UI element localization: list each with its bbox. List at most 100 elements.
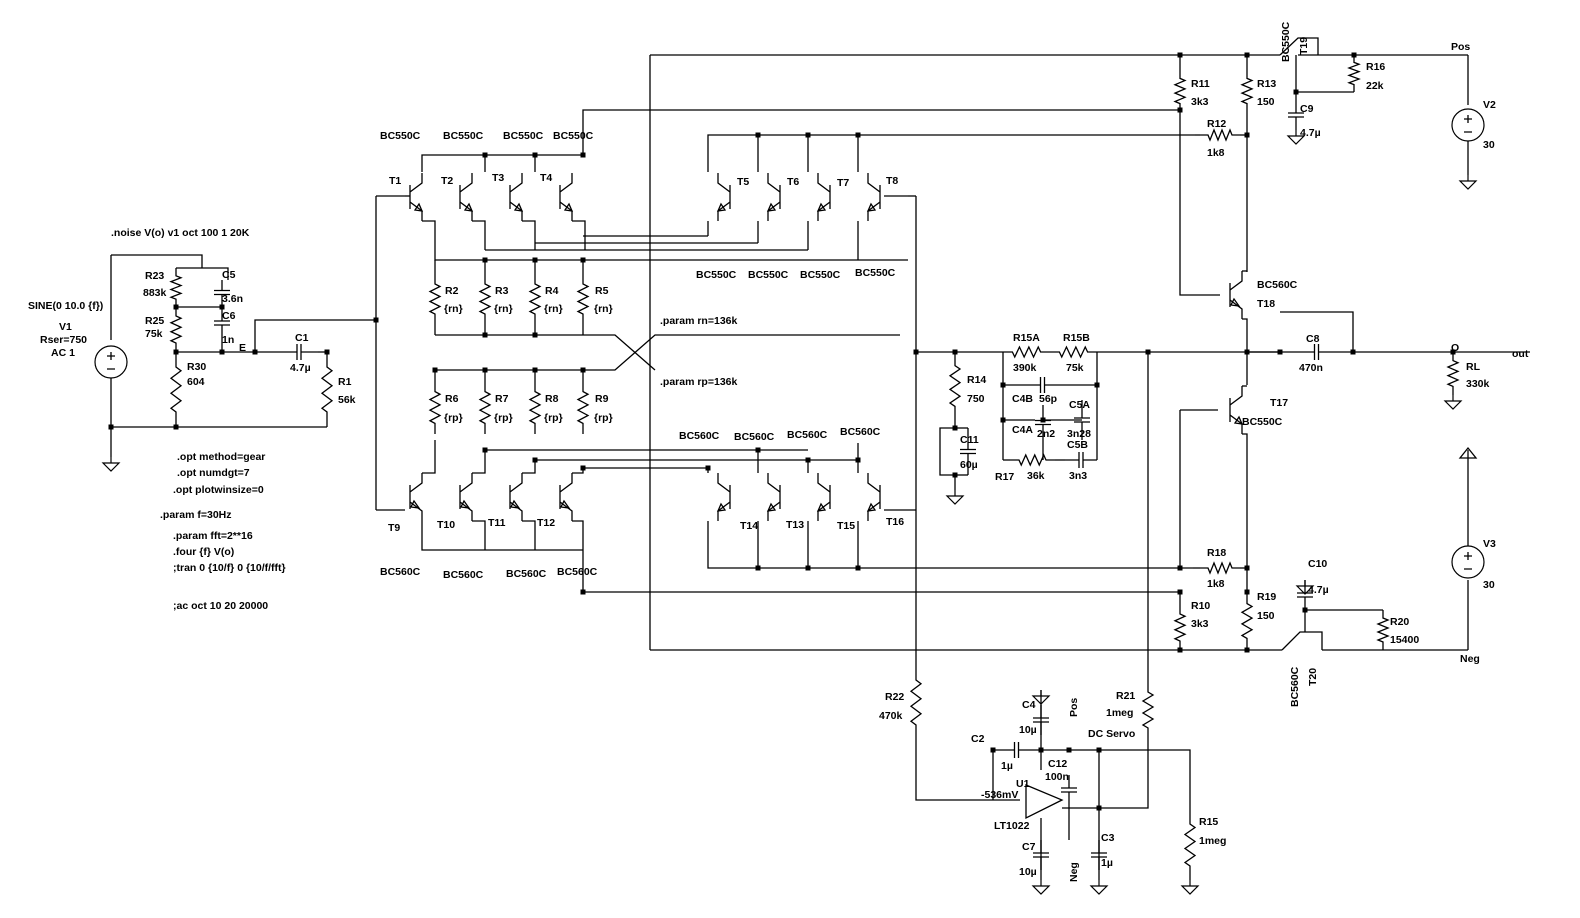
junction-dot [482, 447, 488, 453]
ground-symbol [1458, 175, 1478, 190]
t10-transistor-arrow [460, 499, 471, 509]
junction-dot [252, 349, 258, 355]
t18-label: T18 [1257, 298, 1275, 310]
t7-transistor-arrow [816, 202, 827, 212]
r5-resistor [576, 274, 590, 324]
r15b-value: 75k [1066, 362, 1084, 374]
c3-value: 1µ [1101, 857, 1113, 869]
r9-label: R9 [595, 393, 609, 405]
junction-dot [855, 457, 861, 463]
r19-resistor [1240, 592, 1254, 650]
junction-dot [1244, 132, 1250, 138]
c8-capacitor [1280, 344, 1353, 360]
t13-transistor [717, 473, 731, 521]
r15-label: R15 [1199, 816, 1218, 828]
junction-dot [580, 152, 586, 158]
wires [110, 54, 1530, 880]
r12-value: 1k8 [1207, 147, 1225, 159]
wire [1040, 749, 1191, 810]
r10-value: 3k3 [1191, 618, 1209, 630]
t8-model: BC550C [855, 267, 896, 279]
r1-label: R1 [338, 376, 352, 388]
t11-label: T11 [488, 517, 506, 529]
t10-transistor [459, 473, 473, 521]
r5-value: {rn} [594, 303, 613, 315]
servo-voltage: -536mV [981, 789, 1018, 801]
r7-label: R7 [495, 393, 509, 405]
junction-dot [1244, 589, 1250, 595]
r9-resistor [576, 381, 590, 434]
r3-resistor [478, 274, 492, 324]
r15a-value: 390k [1013, 362, 1037, 374]
r20-resistor [1376, 610, 1390, 650]
c10-value: 4.7µ [1308, 584, 1329, 596]
junction-dot [1040, 417, 1046, 423]
v2-label: V2 [1483, 99, 1496, 111]
r3-value: {rn} [494, 303, 513, 315]
t20-label: T20 [1307, 668, 1319, 686]
param-rn: .param rn=136k [660, 315, 738, 327]
c4-label: C4 [1022, 699, 1036, 711]
t4-transistor [559, 173, 573, 221]
junction-dot [755, 565, 761, 571]
r21-label: R21 [1116, 690, 1135, 702]
wire [915, 740, 1020, 801]
r8-value: {rp} [544, 412, 563, 424]
t6-label: T6 [787, 176, 799, 188]
c6-label: C6 [222, 310, 236, 322]
r15b-label: R15B [1063, 332, 1090, 344]
rl-resistor [1446, 352, 1460, 395]
net-neg: Neg [1460, 653, 1480, 665]
c2-capacitor [993, 742, 1040, 758]
t19-label: T19 [1298, 37, 1310, 55]
t18-model: BC560C [1257, 279, 1298, 291]
r7-resistor [478, 381, 492, 434]
r25-value: 75k [145, 328, 163, 340]
t4-model: BC550C [553, 130, 594, 142]
wire [1242, 318, 1248, 385]
wire [585, 334, 900, 371]
wire [111, 254, 203, 268]
t9-transistor [409, 473, 423, 521]
t10-label: T10 [437, 519, 455, 531]
t12-transistor-arrow [560, 499, 571, 509]
r11-resistor [1173, 70, 1187, 112]
v2-source-polarity [1464, 115, 1472, 133]
t9-label: T9 [388, 522, 400, 534]
c12-capacitor [1061, 775, 1077, 805]
junction-dot [952, 349, 958, 355]
t20-transistor [1281, 631, 1323, 651]
v1-rser: Rser=750 [40, 334, 87, 346]
t15-model: BC560C [787, 429, 828, 441]
ground-symbol [1443, 395, 1463, 410]
r1-value: 56k [338, 394, 356, 406]
junction-dot [324, 349, 330, 355]
junction-dot [173, 304, 179, 310]
ground-symbol [101, 457, 121, 472]
r16-value: 22k [1366, 80, 1384, 92]
r14-resistor [948, 352, 962, 420]
junction-dot [219, 349, 225, 355]
wire [582, 550, 1180, 593]
c7-capacitor [1033, 840, 1049, 870]
junction-dot [805, 457, 811, 463]
t5-model: BC550C [696, 269, 737, 281]
opt-numdgt: .opt numdgt=7 [177, 467, 250, 479]
c7-value: 10µ [1019, 866, 1037, 878]
t14-transistor-arrow [766, 502, 777, 512]
r19-value: 150 [1257, 610, 1275, 622]
v1-label: V1 [59, 321, 72, 333]
rl-label: RL [1466, 361, 1481, 373]
t8-label: T8 [886, 175, 898, 187]
r6-value: {rp} [444, 412, 463, 424]
v3-source [1451, 545, 1485, 579]
r20-label: R20 [1390, 616, 1409, 628]
r15-value: 1meg [1199, 835, 1226, 847]
t6-transistor-arrow [766, 202, 777, 212]
t17-transistor [1229, 386, 1243, 434]
junction-dots [108, 52, 1456, 811]
r16-label: R16 [1366, 61, 1385, 73]
c9-value: 4.7µ [1300, 127, 1321, 139]
t12-model: BC560C [557, 566, 598, 578]
c12-value: 100n [1045, 771, 1069, 783]
